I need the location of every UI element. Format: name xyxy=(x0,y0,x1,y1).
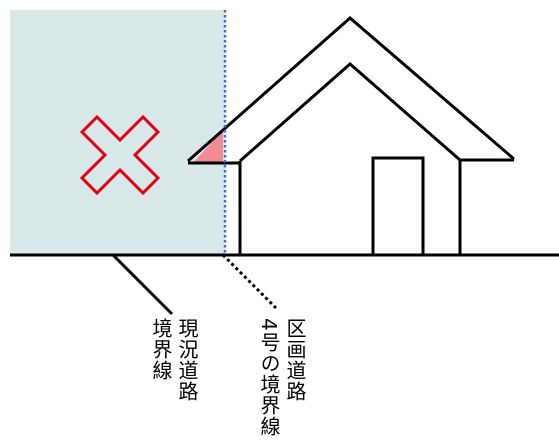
leader-zoned-road xyxy=(221,253,278,310)
cross-mark-icon xyxy=(79,114,161,196)
road-area xyxy=(10,10,225,255)
leader-current-road xyxy=(111,253,174,316)
house-outer-roof xyxy=(187,16,515,163)
zoned-road-boundary-label: 区画道路 4号の境界線 xyxy=(257,318,307,437)
current-road-boundary-label: 現況道路 境界線 xyxy=(149,318,199,402)
house-door xyxy=(371,156,425,257)
house-inner-roof xyxy=(239,62,461,163)
